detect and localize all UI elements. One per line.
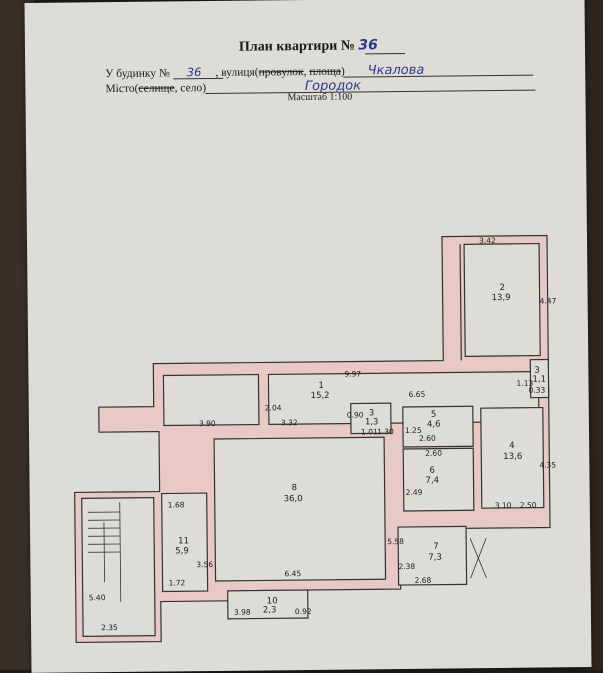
room-area: 7,4: [425, 476, 439, 486]
dimension-label: 1.30: [377, 427, 394, 436]
stair-space: [82, 498, 155, 637]
room-area: 15,2: [311, 391, 330, 401]
dimension-label: 4.35: [539, 460, 556, 469]
room-8-space: [214, 437, 385, 581]
room-area: 7,3: [428, 553, 442, 563]
dimension-label: 6.45: [284, 569, 301, 578]
dimension-label: 0.90: [347, 410, 364, 419]
room-area: 5,9: [175, 546, 189, 556]
dimension-label: 2.60: [425, 449, 442, 458]
dimension-label: 3.98: [234, 608, 251, 617]
room-area: 1,3: [365, 417, 379, 427]
dimension-label: 2.50: [520, 501, 537, 510]
dimension-label: 2.68: [415, 576, 432, 585]
dimension-label: 4.47: [540, 296, 557, 305]
room-area: 13,9: [492, 293, 511, 303]
room-number: 11: [178, 536, 189, 546]
dimension-label: 2.35: [101, 623, 118, 632]
room-number: 5: [431, 410, 437, 420]
dimension-label: 2.38: [398, 562, 415, 571]
floor-plan: 2 13,9 1 15,2 3 1,3 3 1,1 5 4,6 4 13,6 6…: [25, 0, 592, 673]
room-area: 1,1: [532, 375, 546, 385]
room-number: 1: [318, 381, 324, 391]
dimension-label: 3.42: [479, 236, 496, 245]
room-number: 4: [509, 441, 515, 451]
room-space: [163, 375, 259, 426]
dimension-label: 5.58: [387, 537, 404, 546]
room-area: 36,0: [284, 494, 303, 504]
dimension-label: 2.60: [419, 434, 436, 443]
room-area: 2,3: [263, 605, 277, 615]
room-area: 13,6: [503, 452, 522, 462]
dimension-label: 6.65: [409, 390, 426, 399]
dimension-label: 3.56: [196, 560, 213, 569]
room-area: 4,6: [427, 420, 441, 430]
dimension-label: 1.68: [168, 500, 185, 509]
dimension-label: 5.40: [89, 593, 106, 602]
dimension-label: 1.72: [169, 578, 186, 587]
dimension-label: 1.01: [361, 427, 378, 436]
dimension-label: 9.97: [344, 369, 361, 378]
room-number: 7: [433, 542, 439, 552]
document-sheet: План квартири № 36 У будинку № 36, вулиц…: [25, 0, 592, 673]
room-number: 6: [429, 466, 435, 476]
dimension-label: 2.49: [406, 488, 423, 497]
dimension-label: 3.90: [199, 419, 216, 428]
dimension-label: 0.92: [295, 607, 312, 616]
dimension-label: 2.04: [265, 403, 282, 412]
room-number: 2: [499, 283, 505, 293]
dimension-label: 3.10: [495, 501, 512, 510]
dimension-label: 3.32: [281, 418, 298, 427]
dimension-label: 0.33: [529, 386, 546, 395]
window-cross: [470, 538, 486, 578]
room-number: 8: [292, 483, 298, 493]
